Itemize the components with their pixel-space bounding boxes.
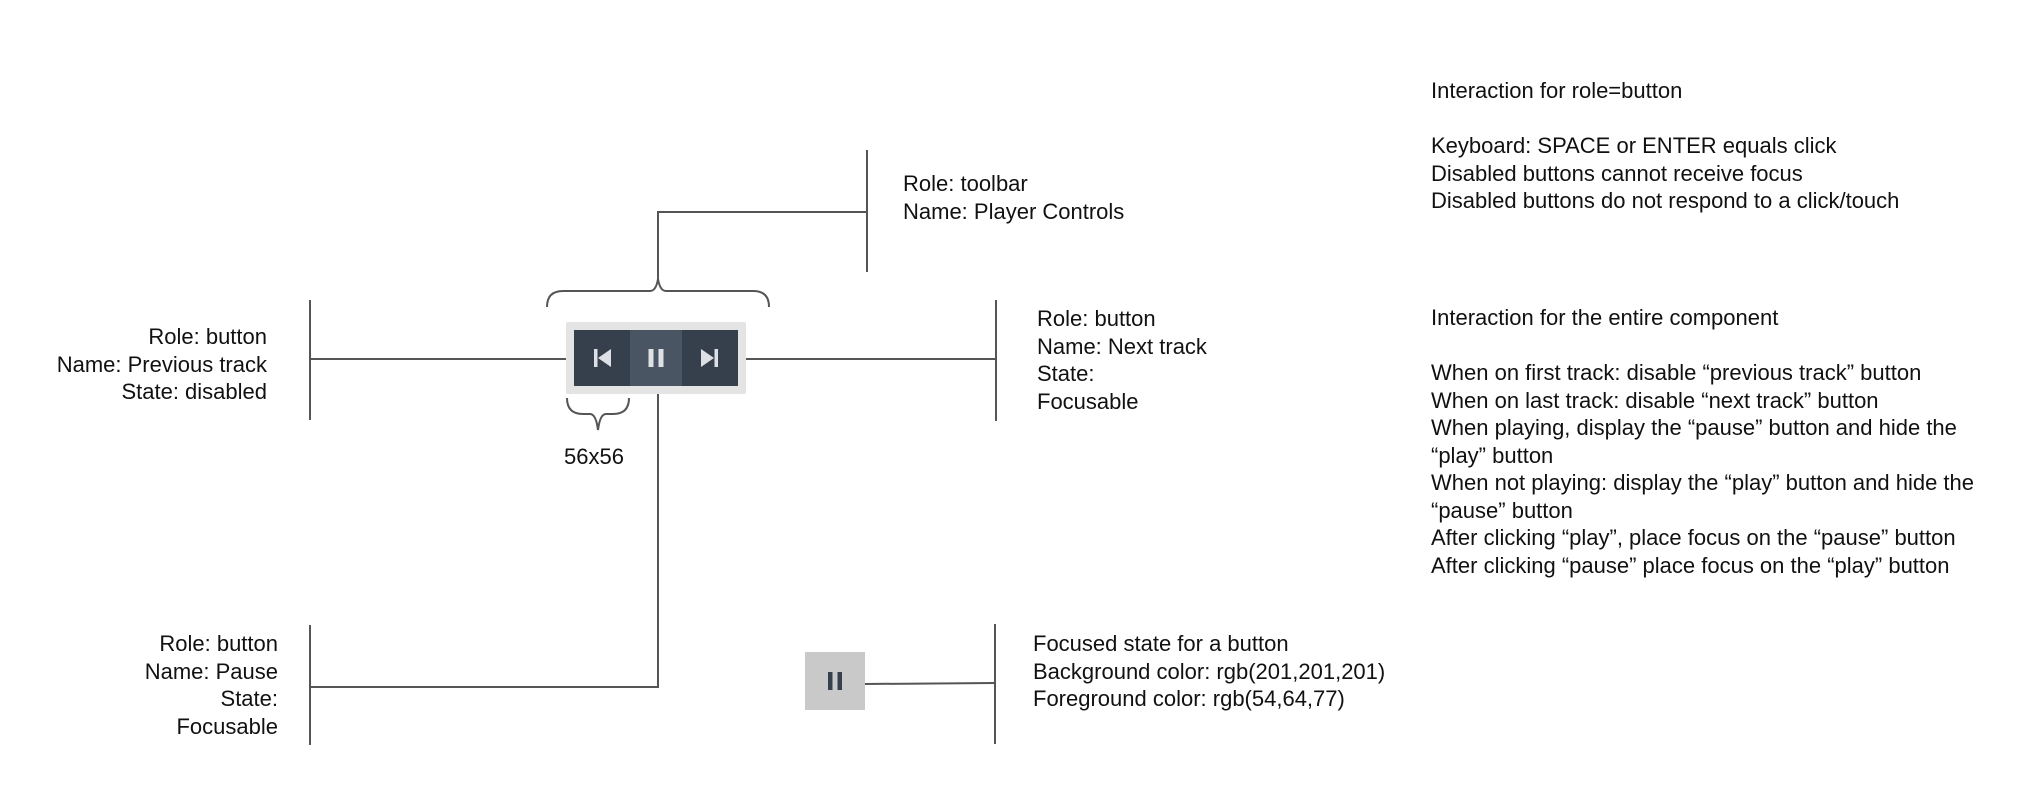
- pause-icon: [648, 349, 664, 367]
- annotation-line: State: disabled: [121, 379, 267, 404]
- player-controls-toolbar: [566, 322, 746, 394]
- annotation-line: Name: Next track: [1037, 333, 1207, 359]
- previous-track-button[interactable]: [574, 330, 630, 386]
- pause-annotation: Role: button Name: Pause State: Focusabl…: [145, 630, 278, 740]
- component-interaction-notes: Interaction for the entire component Whe…: [1431, 304, 1974, 579]
- skip-next-icon: [701, 349, 718, 367]
- notes-line: After clicking “play”, place focus on th…: [1431, 525, 1956, 550]
- annotation-line: Role: button: [148, 324, 267, 349]
- annotation-line: Focusable: [176, 713, 278, 739]
- focus-leader: [864, 682, 996, 685]
- prev-annotation: Role: button Name: Previous track State:…: [57, 323, 267, 406]
- annotation-line: Role: toolbar: [903, 171, 1028, 196]
- notes-line: Disabled buttons cannot receive focus: [1431, 160, 1803, 186]
- annotation-line: Foreground color: rgb(54,64,77): [1033, 686, 1345, 711]
- skip-previous-icon: [594, 349, 611, 367]
- annotation-line: Focused state for a button: [1033, 631, 1289, 656]
- notes-line: When playing, display the “pause” button…: [1431, 415, 1957, 440]
- annotation-line: Name: Pause: [144, 658, 278, 684]
- notes-title: Interaction for the entire component: [1431, 305, 1779, 330]
- annotation-line: Background color: rgb(201,201,201): [1033, 658, 1386, 684]
- notes-line: “pause” button: [1431, 497, 1573, 523]
- annotation-line: Role: button: [159, 631, 278, 656]
- notes-line: Keyboard: SPACE or ENTER equals click: [1431, 133, 1837, 158]
- next-annotation: Role: button Name: Next track State: Foc…: [1037, 305, 1207, 415]
- notes-line: “play” button: [1431, 442, 1554, 468]
- notes-line: After clicking “pause” place focus on th…: [1431, 552, 1950, 578]
- toolbar-annotation: Role: toolbar Name: Player Controls: [903, 170, 1124, 225]
- focused-state-button-example: [805, 652, 865, 710]
- annotation-line: Role: button: [1037, 306, 1156, 331]
- annotation-line: Name: Player Controls: [903, 198, 1125, 224]
- notes-line: When not playing: display the “play” but…: [1431, 470, 1975, 495]
- pause-button[interactable]: [630, 330, 682, 386]
- next-track-button[interactable]: [682, 330, 738, 386]
- notes-line: Disabled buttons do not respond to a cli…: [1431, 188, 1900, 213]
- toolbar-inner: [574, 330, 738, 386]
- annotation-line: State:: [220, 686, 278, 711]
- notes-line: When on last track: disable “next track”…: [1431, 387, 1879, 413]
- notes-title: Interaction for role=button: [1431, 78, 1683, 103]
- pause-leader: [310, 394, 659, 688]
- annotation-line: Name: Previous track: [56, 351, 267, 377]
- size-bracket: [566, 397, 630, 431]
- toolbar-bracket: [546, 278, 770, 308]
- button-interaction-notes: Interaction for role=button Keyboard: SP…: [1431, 77, 1899, 215]
- annotation-line: Focusable: [1037, 388, 1139, 414]
- pause-icon: [828, 672, 842, 690]
- button-size-label: 56x56: [564, 444, 624, 469]
- toolbar-leader: [657, 211, 867, 279]
- annotation-line: State:: [1037, 361, 1095, 386]
- notes-line: When on first track: disable “previous t…: [1431, 360, 1922, 385]
- focus-annotation: Focused state for a button Background co…: [1033, 630, 1385, 713]
